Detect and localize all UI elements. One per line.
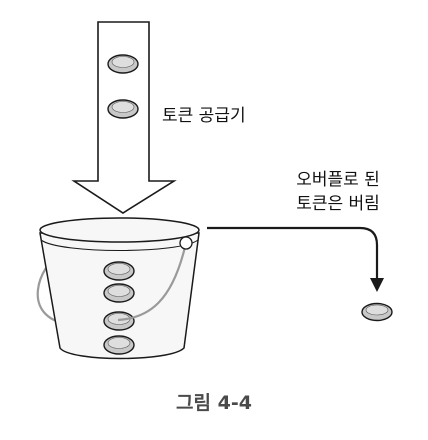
bucket-handle-front (117, 246, 187, 322)
token-supplier-label: 토큰 공급기 (162, 106, 246, 126)
overflow-arrow (207, 226, 379, 282)
overflow-label: 오버플로 된 토큰은 버림 (290, 168, 386, 216)
bucket-rim (39, 217, 200, 243)
discarded-token (361, 302, 393, 322)
overflow-label-line2: 토큰은 버림 (296, 194, 380, 214)
bucket-token-1 (103, 261, 135, 281)
handle-lug-right (179, 236, 193, 250)
overflow-label-line1: 오버플로 된 (296, 170, 380, 190)
supply-token-1 (107, 54, 139, 74)
bucket-token-2 (103, 283, 135, 303)
figure-caption: 그림 4-4 (176, 392, 252, 414)
down-arrow-icon (370, 278, 384, 292)
bucket-token-4 (103, 335, 135, 355)
supply-token-2 (107, 99, 139, 119)
